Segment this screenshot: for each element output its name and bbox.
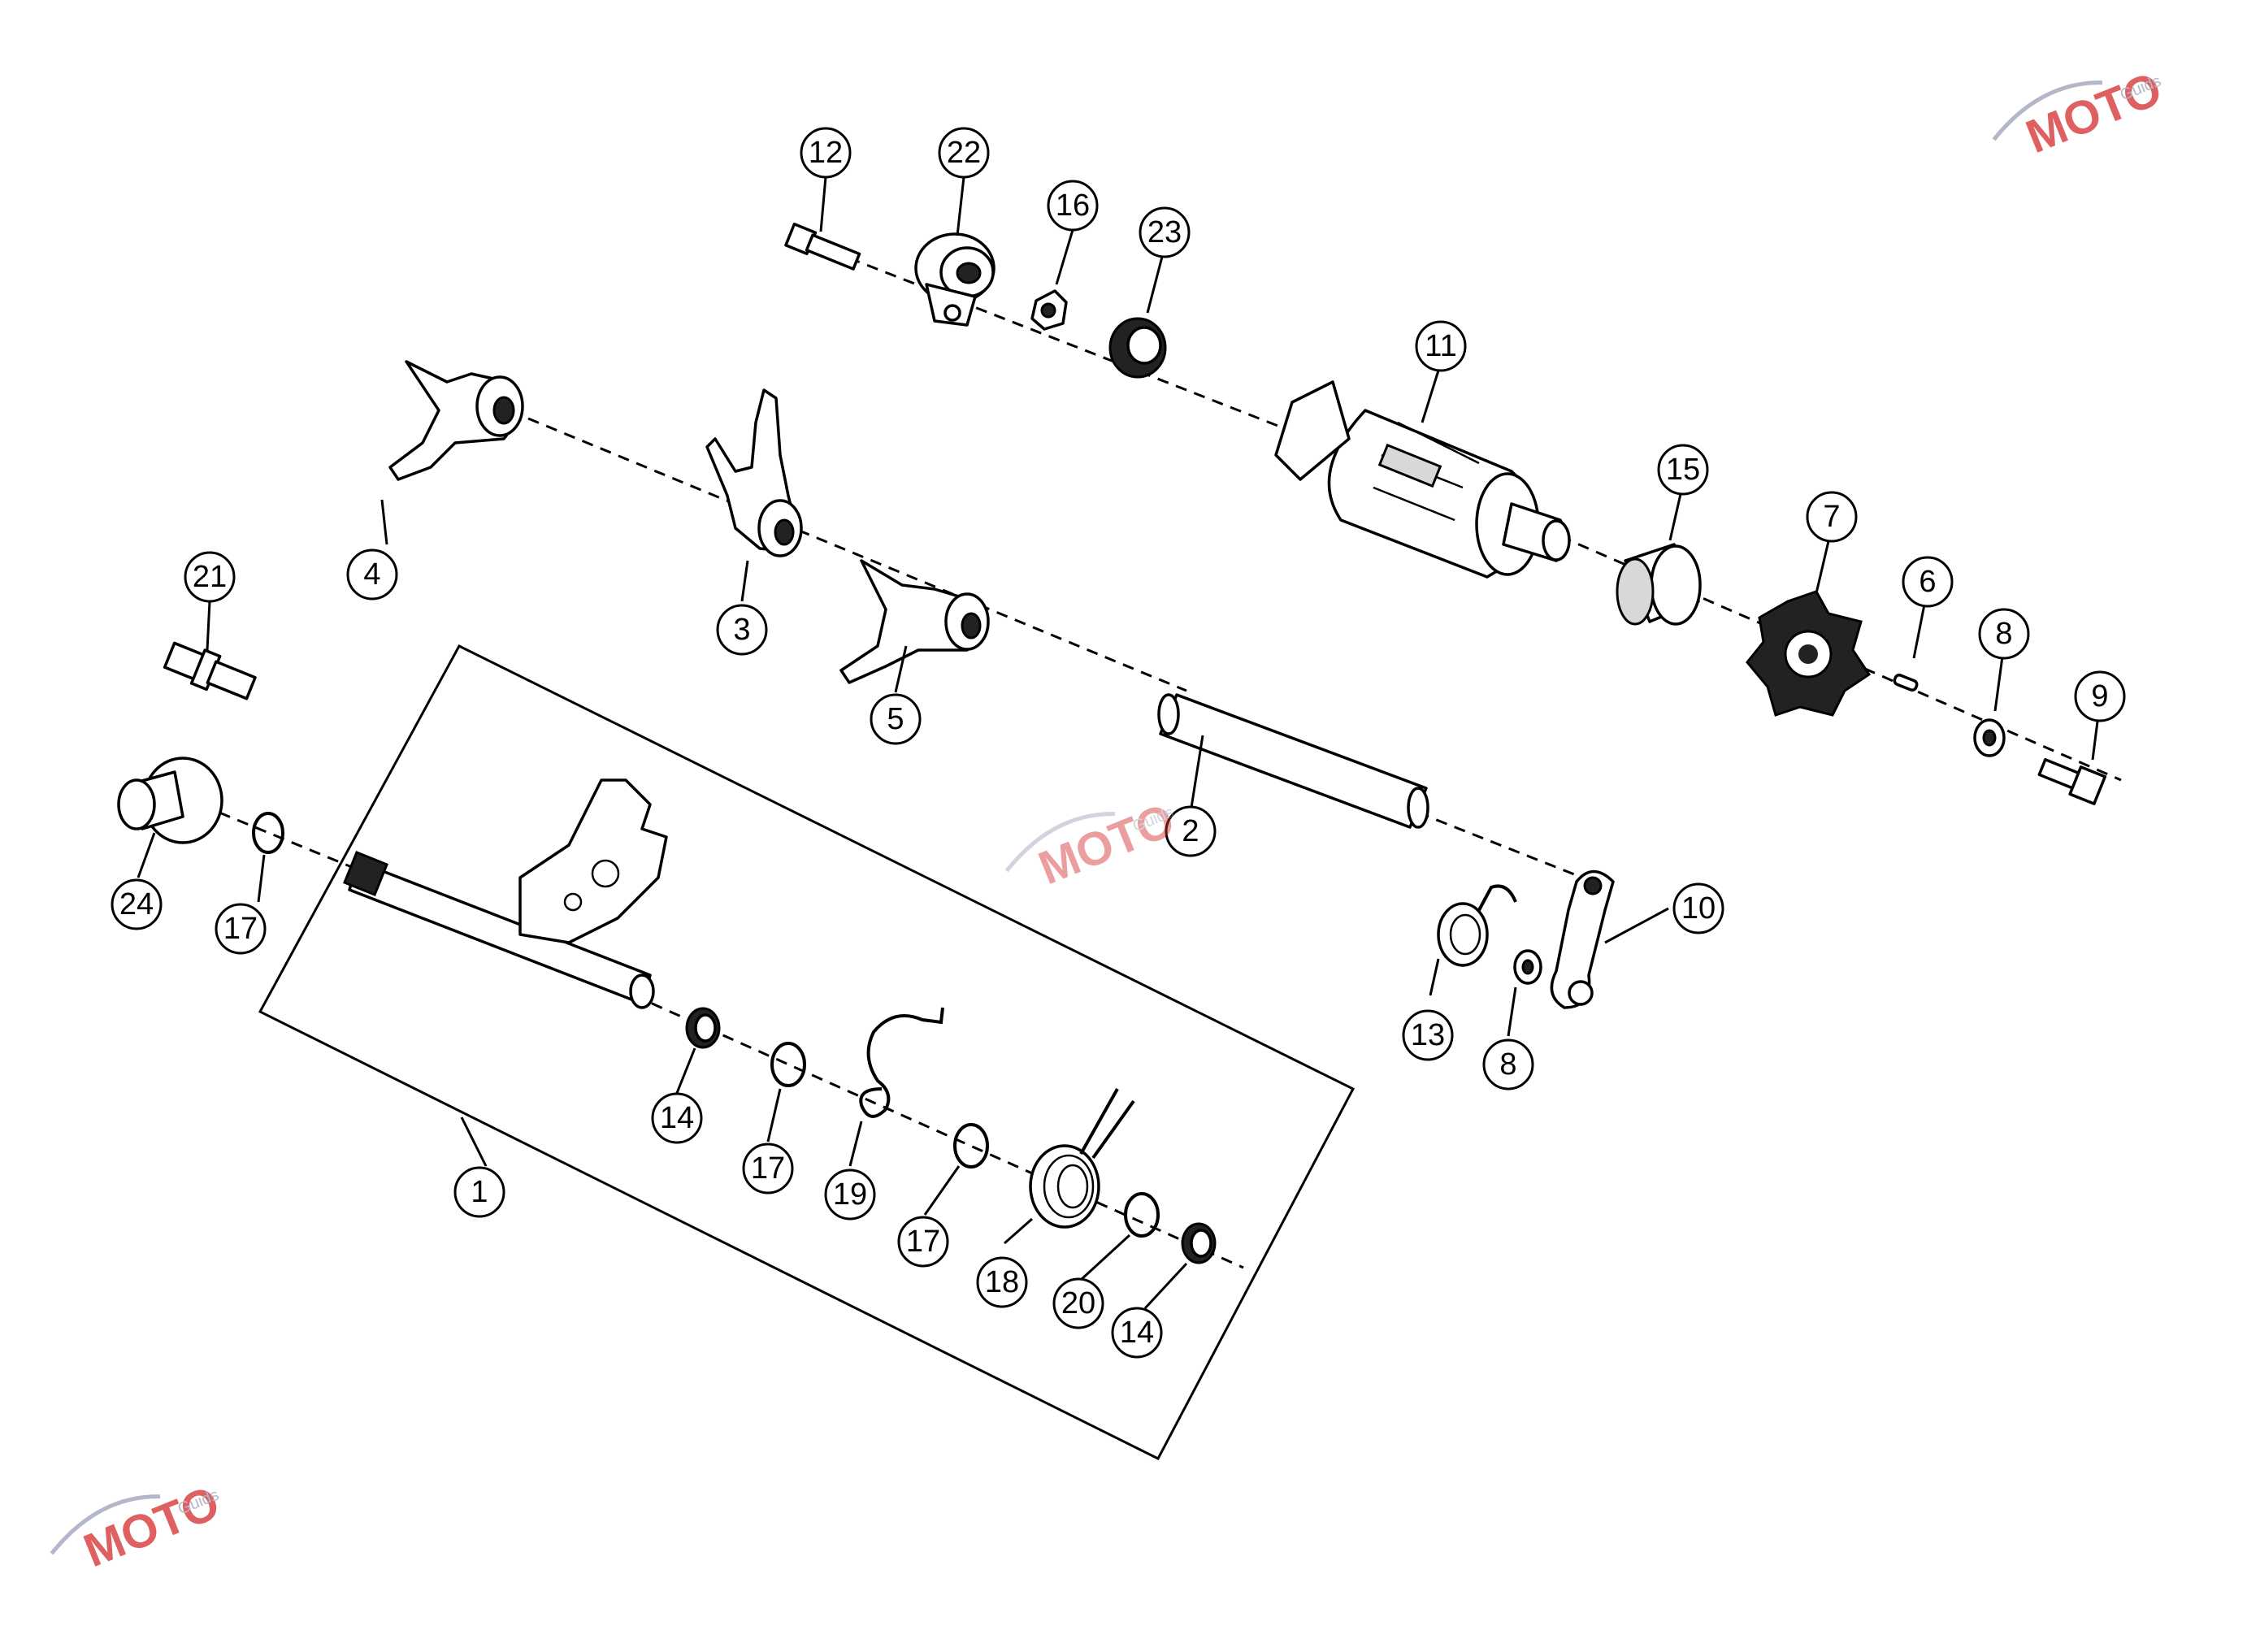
callout-11-label: 11 — [1425, 329, 1456, 363]
part-13-spring — [1437, 884, 1517, 967]
callout-3: 3 — [716, 604, 768, 656]
callout-8-upper: 8 — [1978, 608, 2030, 660]
part-19-wire-spring — [859, 1007, 944, 1118]
part-22-detent — [914, 232, 996, 327]
callout-2: 2 — [1165, 805, 1217, 857]
callout-4-label: 4 — [363, 557, 380, 592]
callout-21-label: 21 — [193, 560, 227, 594]
callout-14-b: 14 — [1111, 1307, 1163, 1359]
watermark-bottom-left: MOTO Guids — [50, 1476, 227, 1577]
watermark-center: MOTO Guids — [1004, 793, 1182, 895]
axis-shaft-parts — [633, 994, 1244, 1269]
callout-7: 7 — [1806, 491, 1858, 543]
part-14-circlip-a — [685, 1007, 721, 1049]
callout-22: 22 — [938, 127, 990, 179]
callout-2-label: 2 — [1182, 814, 1199, 848]
callout-5: 5 — [870, 693, 922, 745]
part-6-pin — [1893, 673, 1919, 692]
callout-24: 24 — [111, 878, 163, 930]
part-7-star-cam — [1746, 590, 1872, 717]
callout-15-label: 15 — [1666, 453, 1700, 487]
part-17-washer-a — [252, 812, 284, 854]
callout-1: 1 — [453, 1166, 505, 1218]
part-12-bolt — [784, 223, 861, 271]
callout-18: 18 — [976, 1256, 1028, 1308]
callout-14-b-label: 14 — [1120, 1316, 1154, 1350]
callout-17-a: 17 — [215, 903, 267, 955]
callout-8-upper-label: 8 — [1995, 617, 2012, 651]
callout-19: 19 — [824, 1169, 876, 1221]
part-23-seal — [1108, 317, 1167, 379]
callout-12-label: 12 — [809, 136, 843, 170]
callout-24-label: 24 — [119, 887, 154, 921]
callout-18-label: 18 — [985, 1265, 1019, 1299]
callout-6-label: 6 — [1919, 565, 1936, 599]
callout-5-label: 5 — [887, 702, 904, 736]
part-10-stopper-arm — [1550, 869, 1615, 1009]
callout-14-a: 14 — [651, 1092, 703, 1144]
callout-9: 9 — [2074, 670, 2126, 722]
part-17-washer-c — [953, 1123, 989, 1169]
axis-forks — [527, 417, 1187, 692]
callout-17-b-label: 17 — [751, 1151, 785, 1186]
part-11-shift-drum — [1274, 380, 1571, 579]
callout-11: 11 — [1415, 320, 1467, 372]
part-15-needle-bearing — [1616, 543, 1702, 626]
callout-3-label: 3 — [733, 613, 750, 647]
callout-12: 12 — [800, 127, 852, 179]
part-14-circlip-b — [1181, 1222, 1217, 1264]
callout-20-label: 20 — [1061, 1286, 1095, 1320]
callout-17-a-label: 17 — [223, 912, 258, 946]
callout-23-label: 23 — [1147, 215, 1182, 249]
callout-10-label: 10 — [1681, 891, 1716, 926]
part-21-stud — [163, 641, 257, 700]
part-24-bushing — [117, 757, 223, 844]
part-20-washer — [1124, 1192, 1160, 1238]
part-8-washer-lower — [1513, 949, 1542, 985]
callout-10: 10 — [1672, 882, 1724, 934]
part-2-fork-rod — [1157, 693, 1429, 829]
callout-17-b: 17 — [742, 1143, 794, 1195]
part-17-washer-b — [770, 1042, 806, 1087]
callout-15: 15 — [1657, 444, 1709, 496]
callout-20: 20 — [1052, 1277, 1104, 1329]
part-9-bolt — [2037, 758, 2107, 805]
part-18-torsion-spring — [1029, 1088, 1135, 1229]
part-3-shift-fork — [705, 388, 803, 557]
callout-14-a-label: 14 — [660, 1101, 694, 1135]
callout-9-label: 9 — [2091, 679, 2108, 713]
axis-shaft — [219, 811, 358, 871]
part-5-shift-fork — [839, 559, 990, 684]
callout-17-c-label: 17 — [906, 1225, 940, 1259]
callout-16-label: 16 — [1056, 189, 1090, 223]
callout-8-lower-label: 8 — [1499, 1047, 1516, 1082]
callout-8-lower: 8 — [1482, 1038, 1534, 1090]
callout-19-label: 19 — [833, 1177, 867, 1212]
part-1-shift-shaft — [343, 778, 668, 1009]
callout-16: 16 — [1047, 180, 1099, 232]
callout-13: 13 — [1402, 1009, 1454, 1061]
callout-4: 4 — [346, 548, 398, 601]
part-8-washer — [1973, 718, 2006, 757]
callout-23: 23 — [1139, 206, 1191, 258]
callout-17-c: 17 — [897, 1216, 949, 1268]
part-16-segment — [1030, 289, 1068, 331]
callout-13-label: 13 — [1411, 1018, 1445, 1052]
callout-1-label: 1 — [471, 1175, 488, 1209]
callout-22-label: 22 — [947, 136, 981, 170]
callout-6: 6 — [1902, 556, 1954, 608]
callout-7-label: 7 — [1823, 500, 1840, 534]
part-4-shift-fork — [388, 360, 524, 481]
leader-lines — [137, 176, 2099, 1310]
shift-shaft-assembly-frame — [258, 644, 1356, 1460]
watermark-top-right: MOTO Guids — [1992, 62, 2169, 163]
axis-rod — [1417, 811, 1594, 883]
callout-21: 21 — [184, 551, 236, 603]
